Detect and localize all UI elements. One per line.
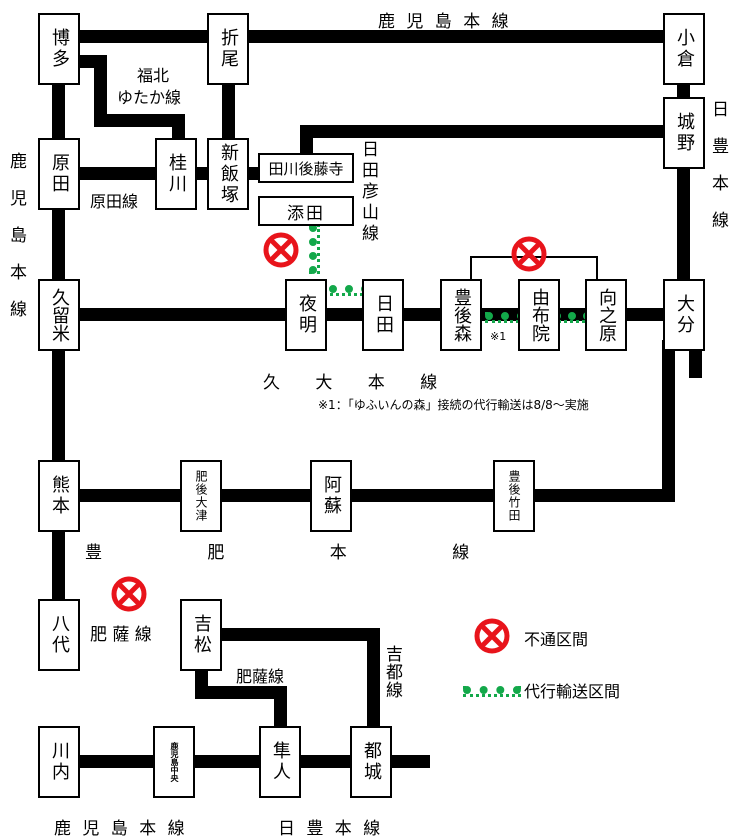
station-yoshimatsu: 吉松 xyxy=(180,599,222,671)
station-label: 城野 xyxy=(674,112,695,154)
station-label: 隼人 xyxy=(270,741,291,783)
line-label-fukuhoku-1: 福北 xyxy=(137,66,170,85)
station-hakata: 博多 xyxy=(38,13,80,85)
rail-kitto-a xyxy=(215,628,380,641)
station-label: 添田 xyxy=(287,203,325,224)
line-label-kitto: 吉都線 xyxy=(382,645,402,699)
line-label-kyudai: 久 大 本 線 xyxy=(263,373,438,393)
station-label: 肥後大津 xyxy=(194,470,208,522)
bracket-right xyxy=(596,256,598,280)
station-label: 向之原 xyxy=(596,288,617,342)
rail-hitahikosan-top xyxy=(300,125,690,138)
station-harada: 原田 xyxy=(38,138,80,210)
legend-suspended: 不通区間 xyxy=(524,630,589,649)
station-label: 川内 xyxy=(49,741,70,783)
station-kumamoto: 熊本 xyxy=(38,460,80,532)
station-label: 夜明 xyxy=(296,294,317,336)
station-label: 吉松 xyxy=(191,614,212,656)
legend-substitute: 代行輸送区間 xyxy=(524,682,621,701)
station-label: 阿蘇 xyxy=(321,475,342,517)
station-yatsushiro: 八代 xyxy=(38,599,80,671)
rail-hohi xyxy=(60,489,675,502)
station-aso: 阿蘇 xyxy=(310,460,352,532)
rail-hitahikosan-drop xyxy=(300,125,313,160)
station-label: 原田 xyxy=(49,153,70,195)
line-note: ※1：「ゆふいんの森」接続の代行輸送は8/8～実施 xyxy=(318,398,589,412)
suspended-icon xyxy=(263,232,299,268)
station-miyakonojo: 都城 xyxy=(350,726,392,798)
station-soeda: 添田 xyxy=(258,196,354,226)
station-orio: 折尾 xyxy=(207,13,249,85)
line-label-kagoshima-left: 鹿児島本線 xyxy=(6,152,26,337)
station-shiniizuka: 新飯塚 xyxy=(207,138,249,210)
station-label: 八代 xyxy=(49,614,70,656)
station-label: 小倉 xyxy=(674,28,695,70)
suspended-legend-icon xyxy=(474,618,510,654)
station-label: 都城 xyxy=(361,741,382,783)
station-label: 大分 xyxy=(674,294,695,336)
station-label: 豊後竹田 xyxy=(507,470,521,522)
suspended-icon xyxy=(511,236,547,272)
station-kurume: 久留米 xyxy=(38,279,80,351)
station-label: 日田 xyxy=(373,294,394,336)
station-kokura: 小倉 xyxy=(663,13,705,85)
rail-fukuhoku-c xyxy=(94,114,184,127)
bus-soeda-down xyxy=(309,224,320,274)
station-tagawagotoji: 田川後藤寺 xyxy=(258,153,354,183)
station-hita: 日田 xyxy=(362,279,404,351)
station-label: 新飯塚 xyxy=(218,142,239,206)
station-bungomori: 豊後森 xyxy=(440,279,482,351)
station-label: 由布院 xyxy=(529,288,550,342)
station-higoozu: 肥後大津 xyxy=(180,460,222,532)
line-label-nippo-right: 日豊本線 xyxy=(708,100,728,248)
line-label-hitahikosan: 日田彦山線 xyxy=(358,140,378,245)
rail-hisatsu-c xyxy=(274,686,287,731)
station-label: 熊本 xyxy=(49,475,70,517)
station-keisen: 桂川 xyxy=(155,138,197,210)
station-sendai: 川内 xyxy=(38,726,80,798)
line-label-hisatsu2: 肥薩線 xyxy=(236,667,285,686)
station-label: 豊後森 xyxy=(451,288,472,342)
rail-fukuhoku-b xyxy=(94,55,107,127)
rail-kagoshima-west xyxy=(52,40,65,670)
bracket-left xyxy=(470,256,472,280)
line-note-mark: ※1 xyxy=(490,330,507,343)
station-label: 田川後藤寺 xyxy=(268,159,344,178)
station-mukainoharu: 向之原 xyxy=(585,279,627,351)
station-yufuin: 由布院 xyxy=(518,279,560,351)
station-kagoshimachuo: 鹿児島中央 xyxy=(153,726,195,798)
station-oita: 大分 xyxy=(663,279,705,351)
rail-hohi-east xyxy=(662,340,675,502)
line-label-harada: 原田線 xyxy=(90,192,139,211)
rail-kitto-b xyxy=(367,628,380,738)
line-label-kagoshima-top: 鹿 児 島 本 線 xyxy=(378,12,512,32)
station-yoake: 夜明 xyxy=(285,279,327,351)
line-label-fukuhoku-2: ゆたか線 xyxy=(117,88,182,107)
suspended-icon xyxy=(111,576,147,612)
line-label-nippo-bottom: 日 豊 本 線 xyxy=(278,819,384,839)
station-label: 博多 xyxy=(49,28,70,70)
line-label-kagoshima-bottom: 鹿 児 島 本 線 xyxy=(54,819,188,839)
station-bungotaketa: 豊後竹田 xyxy=(493,460,535,532)
line-label-hisatsu: 肥 薩 線 xyxy=(90,625,152,645)
station-hayato: 隼人 xyxy=(259,726,301,798)
line-label-hohi: 豊 肥 本 線 xyxy=(85,543,470,563)
station-jono: 城野 xyxy=(663,97,705,169)
rail-hisatsu-b xyxy=(195,686,287,699)
rail-kagoshima-top xyxy=(58,30,688,43)
station-label: 久留米 xyxy=(49,288,70,342)
station-label: 桂川 xyxy=(166,153,187,195)
rail-kagoshima-south xyxy=(60,755,430,768)
station-label: 折尾 xyxy=(218,28,239,70)
bus-legend-sample xyxy=(463,686,521,697)
station-label: 鹿児島中央 xyxy=(170,742,179,782)
